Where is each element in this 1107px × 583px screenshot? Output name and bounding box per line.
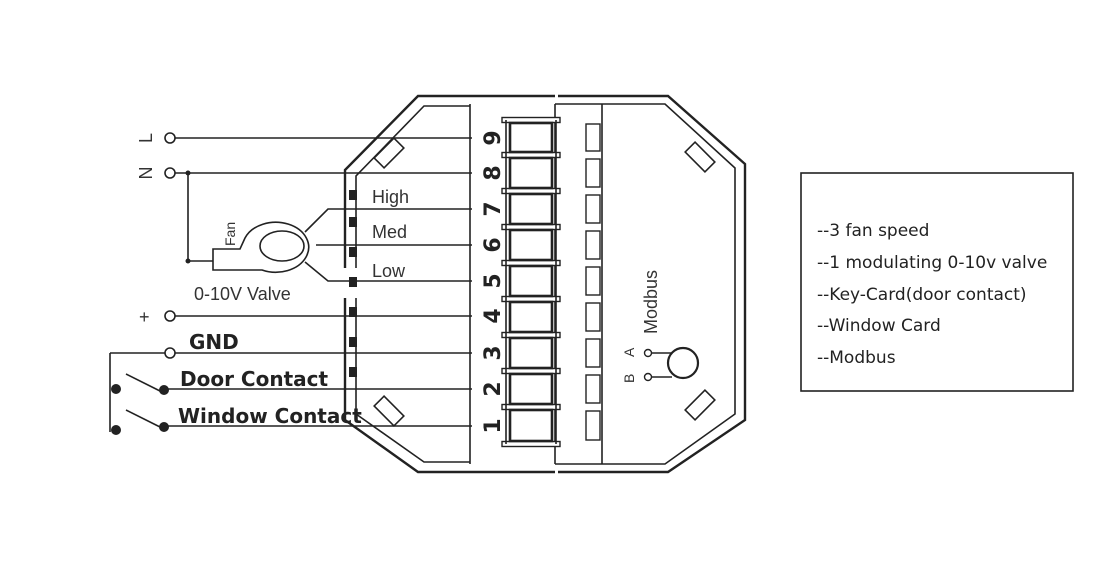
terminal-gnd [164,347,176,359]
label-med: Med [372,222,407,242]
terminal-screw [508,228,554,262]
terminal-number: 5 [481,273,506,288]
label-high: High [372,187,409,207]
terminal-number: 7 [481,201,506,216]
label-door-contact: Door Contact [180,367,328,391]
fan-symbol [212,221,310,274]
feature-item: --Modbus [817,348,896,368]
label-window-contact: Window Contact [178,404,362,428]
label-modbus-a: A [621,347,637,357]
label-valve: 0-10V Valve [194,284,291,304]
clip-icon [684,389,716,421]
terminal-screw [508,121,554,154]
terminal-pin [585,230,601,260]
terminal-pin [585,158,601,188]
terminal-number: 3 [481,345,506,360]
label-low: Low [372,261,406,281]
terminal-plus [164,310,176,322]
terminal-l [164,132,176,144]
label-modbus-b: B [621,374,637,383]
terminal-screw [508,372,554,406]
feature-item: --1 modulating 0-10v valve [817,253,1047,273]
terminal-number: 2 [481,381,506,396]
terminal-pin [585,123,601,152]
terminal-screw [508,156,554,190]
features-box [800,172,1074,392]
feature-item: --3 fan speed [817,221,929,241]
terminal-number: 6 [481,237,506,252]
clip-icon [373,137,405,169]
terminal-number: 1 [481,418,506,433]
terminal-block: 9 8 7 6 5 4 3 2 1 [481,116,601,448]
label-modbus: Modbus [641,270,661,334]
clip-icon [684,141,716,173]
wires [109,132,472,435]
window-contact-terminal [111,425,121,435]
terminal-number: 9 [481,130,506,145]
clip-icon [373,395,405,427]
label-plus: + [139,307,150,327]
terminal-n [164,167,176,179]
feature-item: --Key-Card(door contact) [817,285,1027,305]
label-gnd: GND [189,330,239,354]
terminal-pin [585,302,601,332]
terminal-screw [508,408,554,443]
modbus-port: Modbus A B [621,270,700,383]
terminal-screw [508,300,554,334]
terminal-screw [508,336,554,370]
terminal-number: 4 [481,308,506,323]
door-contact-terminal [111,384,121,394]
terminal-pin [585,266,601,296]
label-fan: Fan [222,222,238,246]
label-l: L [136,133,156,143]
terminal-pin [585,194,601,224]
terminal-pin [585,410,601,441]
terminal-screw [508,192,554,226]
terminal-pin [585,374,601,404]
thermostat-housing [343,94,747,474]
terminal-screw [508,264,554,298]
terminal-pin [585,338,601,368]
terminal-number: 8 [481,165,506,180]
feature-item: --Window Card [817,316,941,336]
label-n: N [136,167,156,180]
